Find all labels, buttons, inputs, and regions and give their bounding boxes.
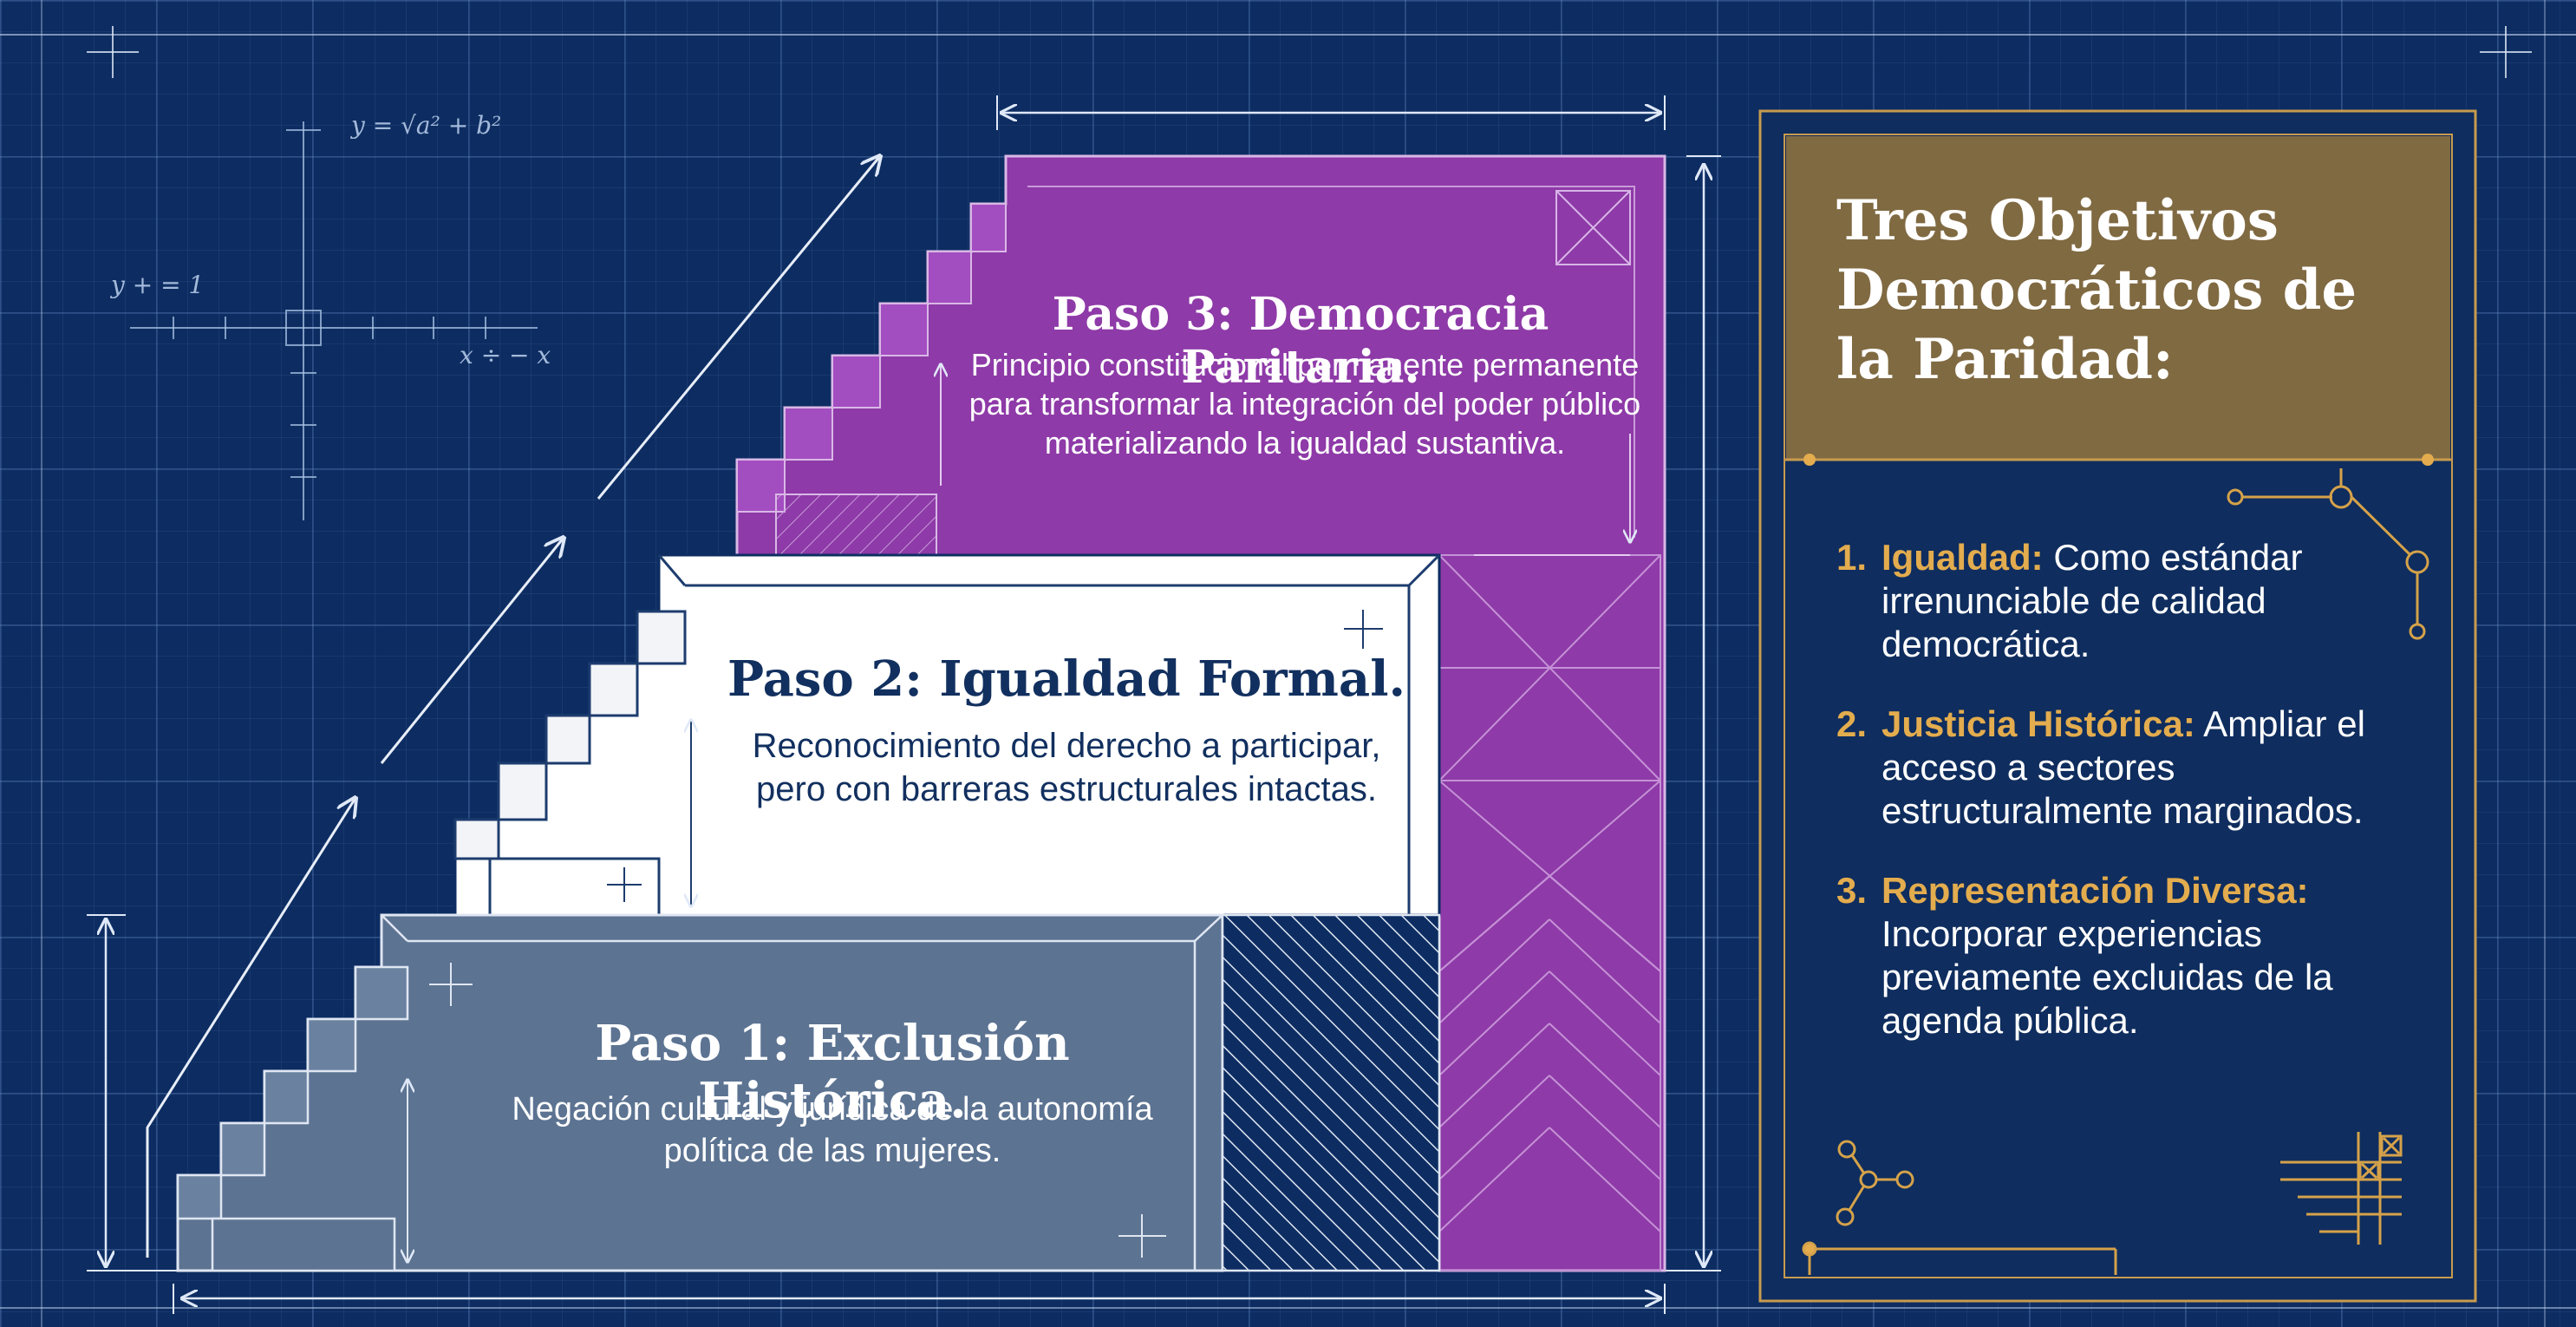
- objective-item: 3. Representación Diversa: Incorporar ex…: [1836, 869, 2391, 1043]
- objective-body: Representación Diversa: Incorporar exper…: [1881, 869, 2391, 1043]
- equation-top: y = √a² + b²: [351, 111, 502, 140]
- objective-label: Justicia Histórica:: [1881, 703, 2195, 744]
- objective-label: Igualdad:: [1881, 537, 2044, 578]
- step-1-description: Negación cultural y jurídica de la auton…: [512, 1091, 1153, 1169]
- step-3-description: Principio constitucional permanente perm…: [968, 347, 1641, 461]
- equation-right: x ÷ − x: [460, 341, 551, 369]
- objective-number: 1.: [1836, 537, 1868, 578]
- objective-text: Incorporar experiencias previamente excl…: [1881, 913, 2333, 1041]
- equation-left: y + = 1: [111, 271, 205, 299]
- objectives-list: 1. Igualdad: Como estándar irrenunciable…: [1836, 536, 2391, 1079]
- objective-number: 3.: [1836, 870, 1868, 911]
- objective-label: Representación Diversa:: [1881, 870, 2309, 911]
- step-1-title: Paso 1: Exclusión Histórica.: [595, 1015, 1070, 1129]
- objective-body: Igualdad: Como estándar irrenunciable de…: [1881, 536, 2391, 666]
- panel-title: Tres Objetivos Democráticos de la Parida…: [1836, 188, 2358, 392]
- objective-text: Como estándar irrenunciable de calidad d…: [1881, 537, 2303, 664]
- step-2-title: Paso 2: Igualdad Formal.: [727, 650, 1405, 708]
- objective-body: Justicia Histórica: Ampliar el acceso a …: [1881, 703, 2391, 833]
- objective-number: 2.: [1836, 703, 1868, 744]
- objective-item: 1. Igualdad: Como estándar irrenunciable…: [1836, 536, 2391, 666]
- step-2-description: Reconocimiento del derecho a participar,…: [752, 727, 1381, 808]
- objective-item: 2. Justicia Histórica: Ampliar el acceso…: [1836, 703, 2391, 833]
- objective-text: Ampliar el acceso a sectores estructural…: [1881, 703, 2365, 831]
- panel-header-band: [1786, 136, 2450, 460]
- step-3-title: Paso 3: Democracia Paritaria.: [1052, 288, 1549, 394]
